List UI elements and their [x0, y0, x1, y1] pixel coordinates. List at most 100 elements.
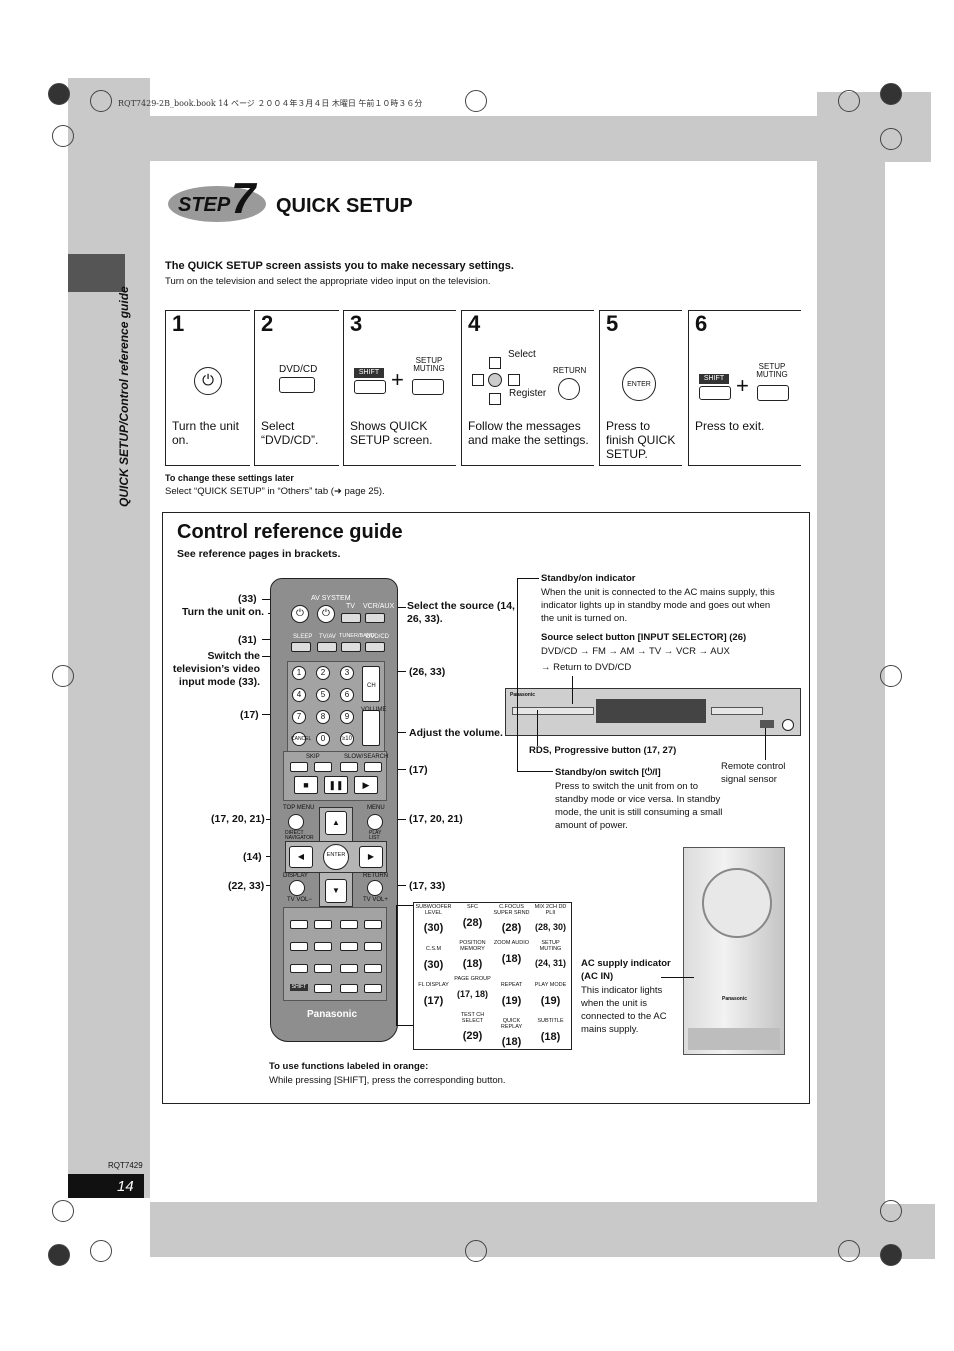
label-select-source: Select the source (14, 26, 33). — [407, 600, 515, 625]
vcr-aux-label: VCR/AUX — [363, 603, 395, 610]
tv-av-button — [317, 642, 337, 652]
registration-mark-icon — [880, 83, 902, 105]
cursor-pad-icon — [472, 357, 520, 405]
direct-navigator-label: DIRECT NAVIGATOR — [285, 830, 314, 841]
subwoofer-brand: Panasonic — [722, 996, 748, 1002]
shift-cell-label: PLAY MODE — [534, 982, 567, 988]
shift-cell-label: C.S.M — [425, 946, 442, 952]
registration-mark-icon — [838, 1240, 860, 1262]
tv-button — [341, 613, 361, 623]
label-33: (33) — [238, 593, 257, 605]
setup-muting-label: SETUP MUTING — [413, 356, 445, 373]
change-later-heading: To change these settings later — [165, 473, 294, 483]
enter-button — [622, 367, 656, 401]
step-text-5: Press to finish QUICK SETUP. — [606, 419, 676, 461]
change-later-text: Select “QUICK SETUP” in “Others” tab (➜ … — [165, 486, 385, 497]
unit-controls-right — [711, 707, 763, 715]
setup-muting-button — [412, 379, 444, 395]
tuner-band-label: TUNER/BAND — [339, 633, 375, 639]
shift-button: SHIFT — [354, 368, 384, 378]
shift-cell-label: POSITION MEMORY — [459, 940, 486, 952]
side-dark-block — [68, 254, 125, 292]
top-gray-band — [68, 116, 885, 161]
setup-muting-button — [757, 385, 789, 401]
setup-muting-label: SETUP MUTING — [756, 362, 788, 379]
unit-display — [596, 699, 706, 723]
registration-mark-icon — [880, 128, 902, 150]
pause-button: ❚❚ — [324, 776, 348, 794]
tv-vol-plus-label: TV VOL+ — [363, 897, 388, 903]
sleep-label: SLEEP — [293, 634, 313, 640]
cursor-cross: ▲ ▼ ◀ ▶ ENTER — [285, 807, 387, 907]
av-system-power-button: ⏻ — [317, 605, 335, 623]
shift-cell-label: PAGE GROUP — [454, 976, 491, 982]
enter-label: ENTER — [627, 381, 651, 388]
unit-volume-knob — [782, 719, 794, 731]
label-adjust-volume: Adjust the volume. — [409, 727, 503, 739]
label-17-33: (17, 33) — [409, 880, 446, 892]
step-number-4: 4 — [468, 311, 481, 336]
step-2: 2 DVD/CD Select “DVD/CD”. — [254, 310, 339, 466]
step-text-4: Follow the messages and make the setting… — [468, 419, 589, 447]
label-tv-input: Switch the television’s video input mode… — [172, 650, 260, 688]
unit-sensor — [760, 720, 774, 728]
remote-brand: Panasonic — [307, 1009, 358, 1020]
registration-mark-icon — [465, 90, 487, 112]
registration-mark-icon — [52, 125, 74, 147]
page-number: 14 — [117, 1178, 134, 1195]
shift-cell-label: SETUP MUTING — [539, 940, 562, 952]
dvd-cd-label-remote: DVD/CD — [366, 634, 390, 640]
step-number: 7 — [231, 174, 256, 223]
av-system-label: AV SYSTEM — [311, 595, 351, 602]
shift-button: SHIFT — [699, 374, 729, 384]
label-17-20-21: (17, 20, 21) — [211, 813, 265, 825]
bottom-gray-band — [150, 1202, 885, 1257]
shift-cell-label: REPEAT — [500, 982, 523, 988]
label-22-33: (22, 33) — [228, 880, 265, 892]
page-number-box — [68, 1174, 144, 1198]
shift-cell-ref: (30) — [423, 958, 444, 971]
crg-subtitle: See reference pages in brackets. — [177, 548, 341, 560]
return-label: RETURN — [553, 366, 587, 375]
sleep-button — [291, 642, 311, 652]
shift-cell-ref: (28) — [501, 922, 522, 934]
slow-search-label: SLOW/SEARCH — [344, 754, 389, 760]
orange-note-heading: To use functions labeled in orange: — [269, 1061, 429, 1072]
step-word: STEP — [178, 194, 231, 216]
step-number-6: 6 — [695, 311, 708, 336]
intro-heading: The QUICK SETUP screen assists you to ma… — [165, 260, 514, 272]
subwoofer-cone — [702, 868, 772, 938]
shift-cell-ref: (18) — [462, 958, 483, 970]
shift-button-body — [354, 380, 386, 394]
registration-mark-icon — [48, 1244, 70, 1266]
skip-label: SKIP — [306, 754, 320, 760]
main-unit: Panasonic — [505, 688, 801, 736]
select-label: Select — [508, 349, 536, 360]
source-select-heading: Source select button [INPUT SELECTOR] (2… — [541, 632, 747, 643]
numeric-keypad: 1 2 3 4 5 6 7 8 9 0 ≥10 — [287, 661, 385, 753]
label-14: (14) — [243, 851, 262, 863]
register-label: Register — [509, 388, 547, 399]
function-block: SHIFT — [283, 907, 387, 1001]
shift-button-body — [699, 386, 731, 400]
step-number-1: 1 — [172, 311, 185, 336]
registration-mark-icon — [90, 1240, 112, 1262]
shift-cell-ref: (17, 18) — [456, 988, 489, 999]
top-menu-button — [288, 814, 304, 830]
transport-block: SKIP SLOW/SEARCH ■ ❚❚ ▶ — [283, 751, 389, 801]
shift-cell-ref: (17) — [423, 994, 444, 1007]
unit-buttons — [512, 707, 594, 715]
step-badge — [168, 186, 266, 222]
return-button-remote — [367, 880, 383, 896]
label-26-33: (26, 33) — [409, 666, 446, 678]
menu-label: MENU — [367, 805, 385, 811]
step-text-6: Press to exit. — [695, 419, 765, 433]
shift-cell-ref: (18) — [540, 1030, 561, 1043]
shift-function-table — [413, 902, 572, 1050]
standby-indicator-text: When the unit is connected to the AC mai… — [541, 587, 775, 624]
step-number-5: 5 — [606, 311, 619, 336]
control-reference-panel — [162, 512, 810, 1104]
standby-indicator-heading: Standby/on indicator — [541, 573, 636, 584]
label-turn-on: Turn the unit on. — [182, 606, 265, 618]
standby-switch-heading: Standby/on switch [⏻/I] — [555, 767, 661, 778]
